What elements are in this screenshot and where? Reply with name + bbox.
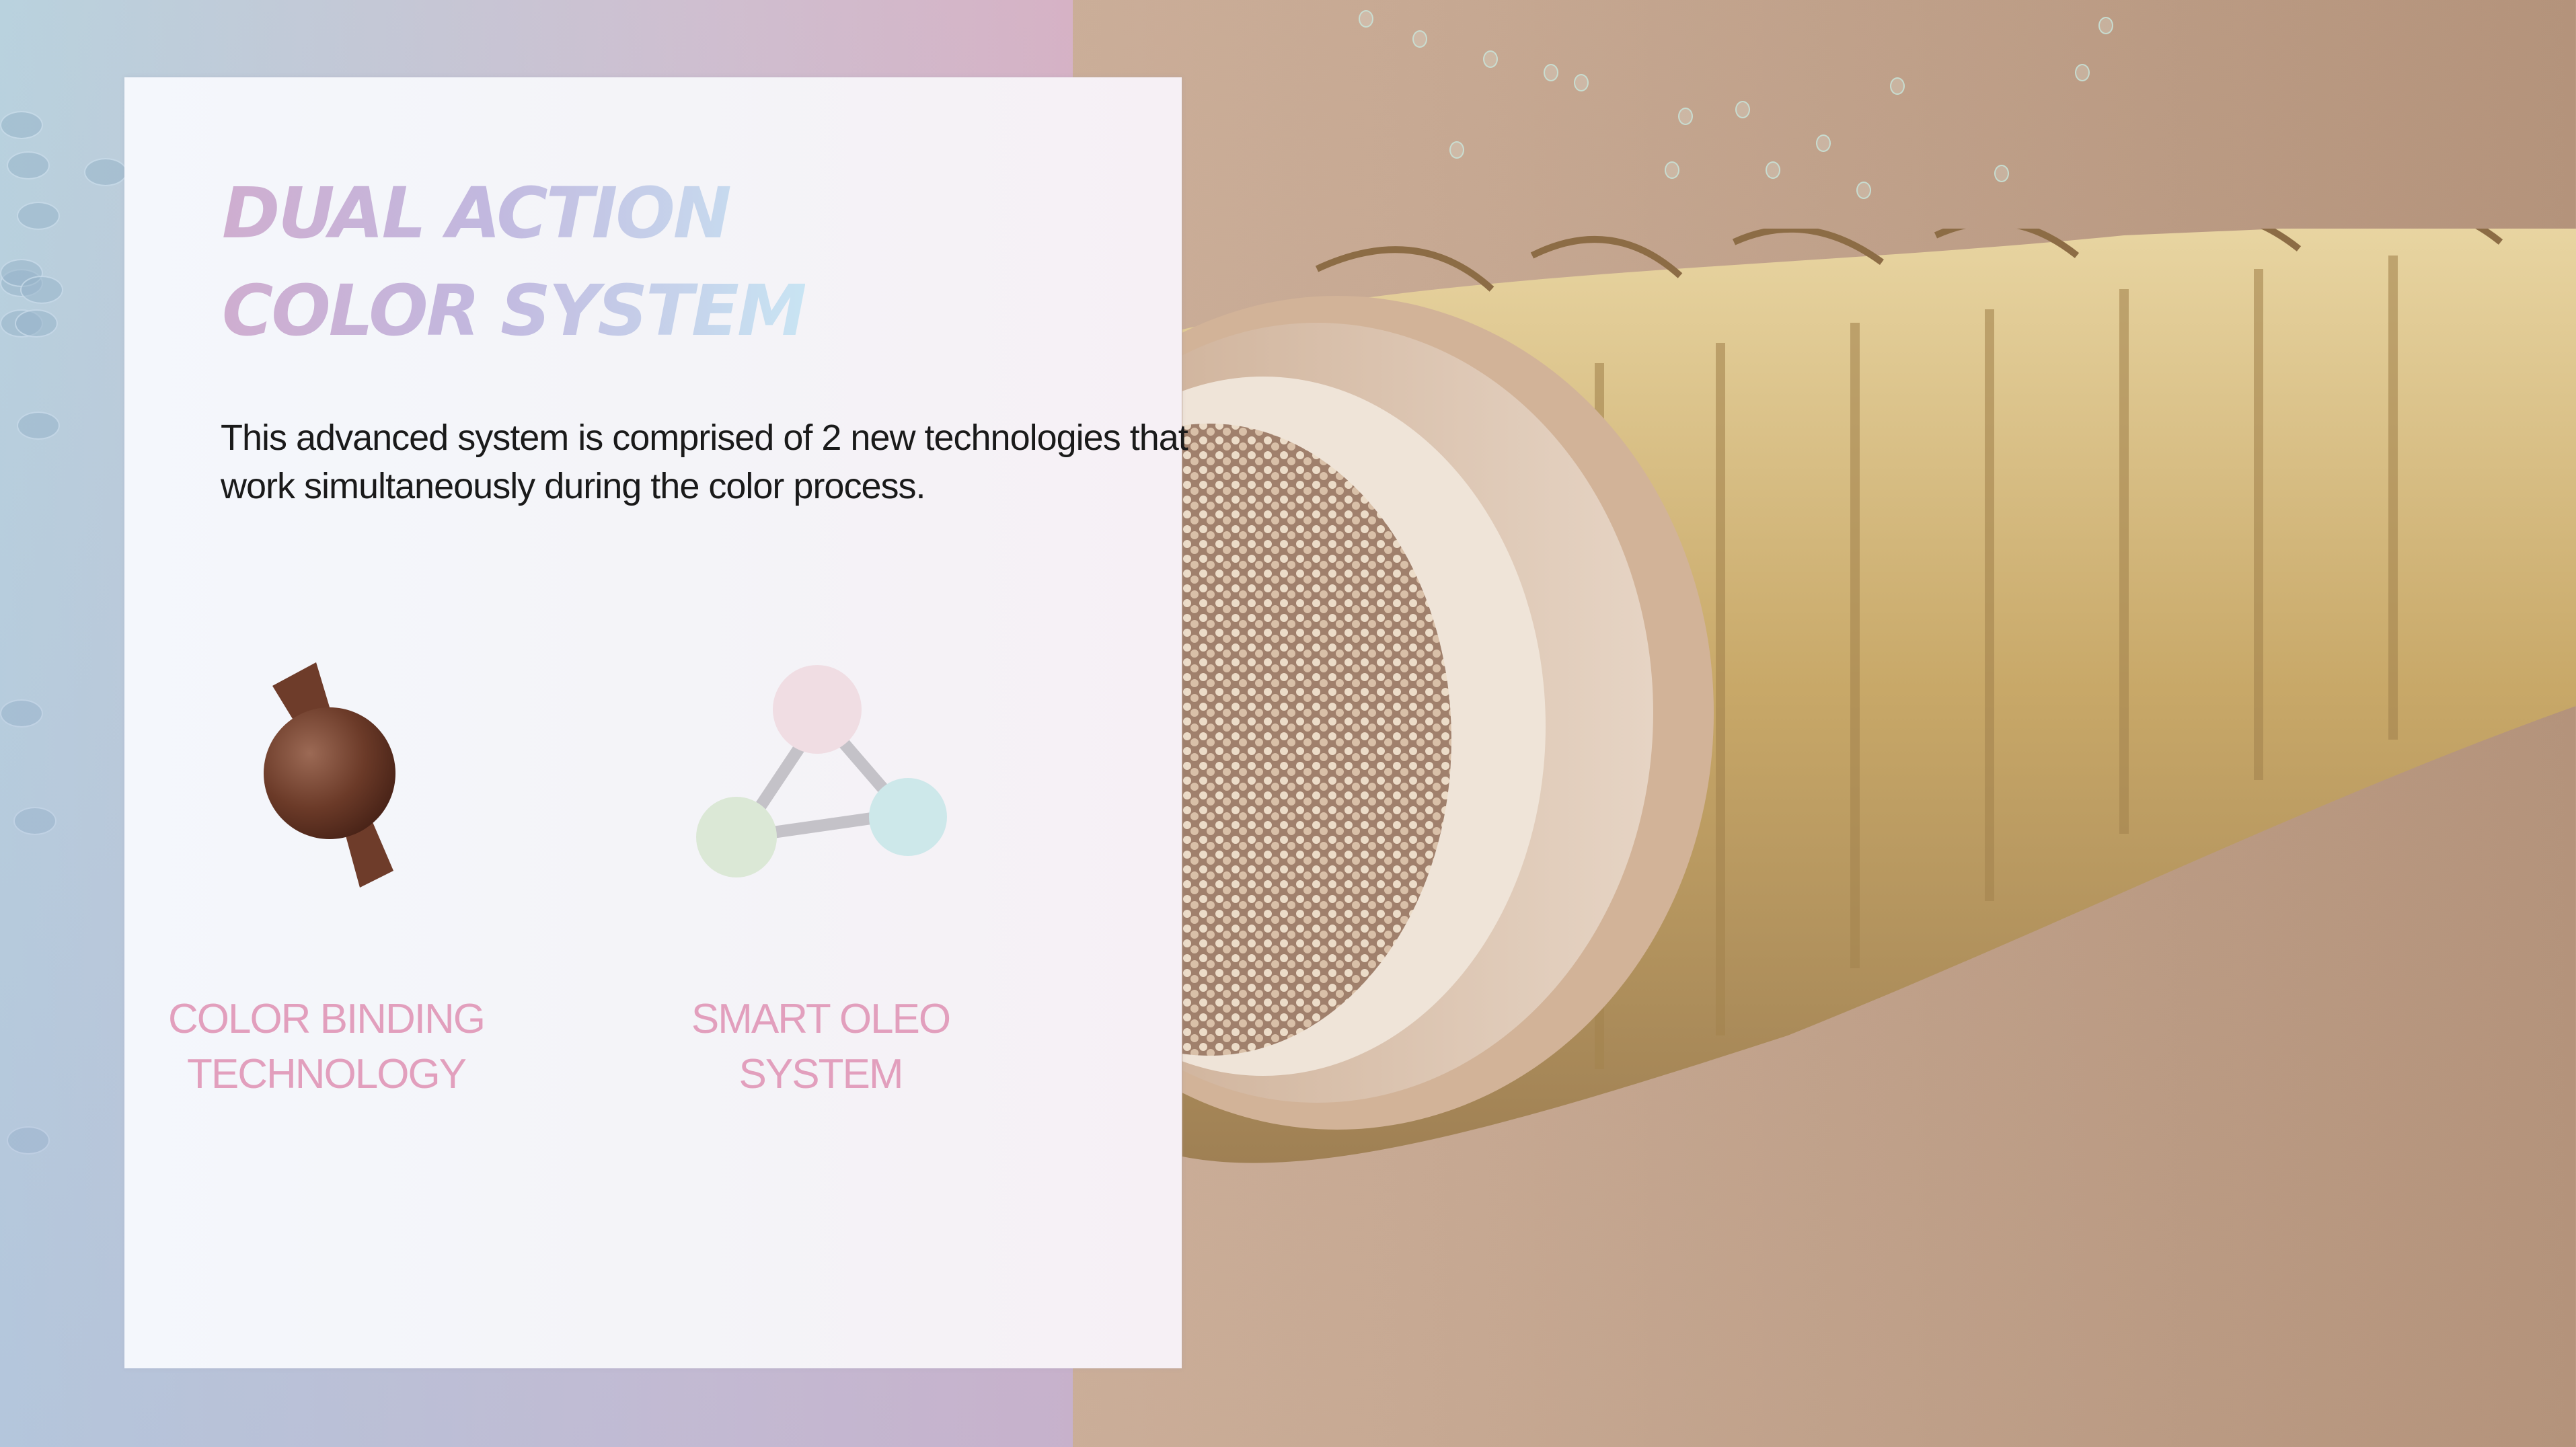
bubble-icon bbox=[1678, 108, 1693, 125]
hair-illustration-background bbox=[1073, 0, 2576, 1447]
feature-label-line-2: TECHNOLOGY bbox=[186, 1051, 467, 1097]
bubble-icon bbox=[1816, 134, 1831, 152]
feature-label: COLOR BINDING TECHNOLOGY bbox=[124, 992, 528, 1102]
floating-molecule-icon bbox=[7, 151, 50, 180]
triangle-molecule-icon bbox=[696, 665, 947, 877]
bubble-icon bbox=[1359, 10, 1373, 28]
floating-molecule-icon bbox=[15, 309, 58, 338]
feature-label-line-1: SMART OLEO bbox=[691, 996, 951, 1042]
bubble-icon bbox=[1544, 64, 1558, 81]
feature-color-binding: COLOR BINDING TECHNOLOGY bbox=[124, 656, 528, 1102]
feature-label: SMART OLEO SYSTEM bbox=[619, 992, 1022, 1102]
bubble-icon bbox=[1449, 141, 1464, 159]
floating-molecule-icon bbox=[0, 269, 43, 297]
feature-smart-oleo: SMART OLEO SYSTEM bbox=[619, 656, 1022, 1102]
bubble-icon bbox=[1574, 74, 1589, 91]
bubble-icon bbox=[1890, 77, 1905, 95]
slide-description: This advanced system is comprised of 2 n… bbox=[221, 418, 1188, 506]
candy-molecule-icon bbox=[264, 662, 395, 888]
title-line-1: DUAL ACTION bbox=[222, 172, 730, 254]
bubble-icon bbox=[2075, 64, 2090, 81]
floating-molecule-icon bbox=[0, 699, 43, 728]
feature-label-line-2: SYSTEM bbox=[738, 1051, 904, 1097]
floating-molecule-icon bbox=[17, 412, 60, 440]
bubble-icon bbox=[1483, 50, 1498, 68]
floating-molecule-icon bbox=[13, 807, 56, 835]
slide-title: DUAL ACTION COLOR SYSTEM bbox=[222, 165, 805, 360]
floating-molecule-icon bbox=[0, 111, 43, 139]
floating-molecule-icon bbox=[0, 309, 43, 338]
info-card: DUAL ACTION COLOR SYSTEM This advanced s… bbox=[124, 77, 1188, 1368]
floating-molecule-icon bbox=[20, 276, 63, 304]
bubble-icon bbox=[1994, 165, 2009, 182]
floating-molecule-icon bbox=[84, 158, 127, 186]
bubble-icon bbox=[1412, 30, 1427, 48]
feature-label-line-1: COLOR BINDING bbox=[167, 996, 486, 1042]
floating-molecule-icon bbox=[7, 1126, 50, 1155]
floating-molecule-icon bbox=[0, 259, 43, 287]
floating-molecule-icon bbox=[17, 202, 60, 230]
bubble-icon bbox=[2098, 17, 2113, 34]
bubble-icon bbox=[1766, 161, 1780, 179]
bubble-icon bbox=[1735, 101, 1750, 118]
title-line-2: COLOR SYSTEM bbox=[222, 270, 805, 352]
hair-strand-cross-section-illustration bbox=[1182, 229, 2576, 1163]
bubble-icon bbox=[1665, 161, 1679, 179]
bubble-icon bbox=[1856, 182, 1871, 199]
